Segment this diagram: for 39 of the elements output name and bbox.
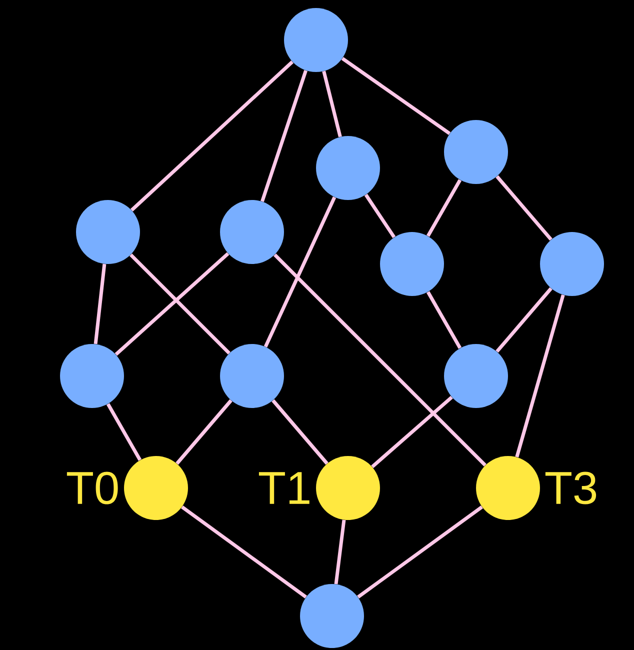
- connector-line: [94, 264, 106, 344]
- connector-line: [515, 294, 565, 458]
- circle-node: [60, 344, 124, 408]
- circle-node: [76, 200, 140, 264]
- circle-node: [124, 456, 188, 520]
- connector-line: [496, 175, 552, 241]
- connector-line: [371, 396, 453, 468]
- connector-line: [334, 520, 346, 584]
- connector-line: [264, 196, 336, 348]
- circle-node: [316, 136, 380, 200]
- connector-line: [274, 254, 486, 466]
- connector-line: [496, 287, 552, 353]
- circle-node: [476, 456, 540, 520]
- connector-line: [364, 194, 396, 238]
- circle-node: [444, 344, 508, 408]
- connector-line: [260, 70, 308, 202]
- connector-line: [176, 399, 232, 465]
- circle-node: [444, 120, 508, 184]
- node-label: T1: [258, 472, 310, 504]
- connector-line: [106, 403, 142, 461]
- connector-line: [426, 291, 462, 349]
- connector-line: [426, 179, 462, 237]
- circle-node: [316, 456, 380, 520]
- connector-line: [130, 254, 230, 354]
- circle-node: [540, 232, 604, 296]
- connector-line: [272, 399, 328, 465]
- connector-line: [357, 506, 483, 598]
- connector-line: [181, 506, 307, 598]
- connector-line: [114, 252, 230, 356]
- circle-node: [220, 200, 284, 264]
- circle-node: [380, 232, 444, 296]
- circle-node: [284, 8, 348, 72]
- connector-line: [341, 57, 451, 135]
- node-label: T0: [66, 472, 118, 504]
- connector-line: [322, 70, 342, 138]
- circle-node: [220, 344, 284, 408]
- circle-node: [300, 584, 364, 648]
- connector-line: [130, 60, 294, 212]
- node-label: T3: [545, 472, 596, 504]
